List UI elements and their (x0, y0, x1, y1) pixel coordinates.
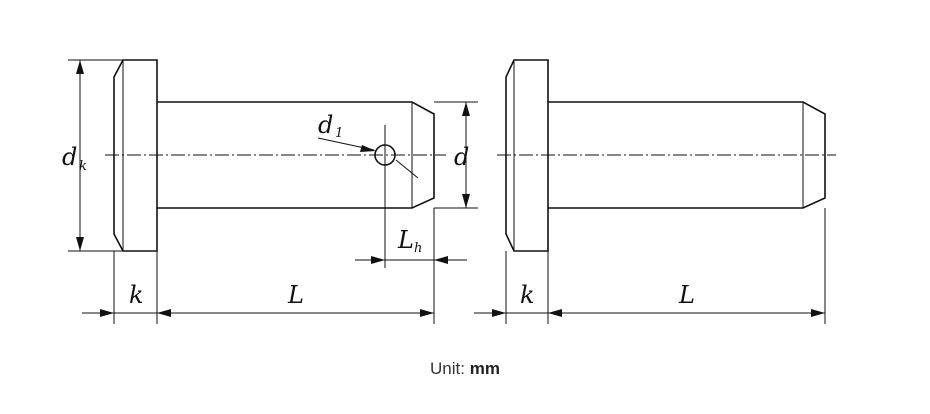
unit-caption: Unit: mm (0, 359, 930, 379)
lh-dimension: L h (355, 208, 467, 268)
lh-subscript: h (414, 241, 422, 256)
lh-label: L (397, 226, 414, 254)
d1-label: d (318, 111, 333, 139)
left-pin-shank (157, 101, 435, 209)
d-dimension: d (434, 101, 478, 209)
pin-with-hole (105, 59, 446, 268)
dk-dimension: d k (62, 59, 157, 252)
dk-label: d (62, 143, 77, 171)
left-l-label: L (287, 281, 304, 309)
left-k-label: k (129, 281, 144, 309)
d1-subscript: 1 (335, 126, 343, 141)
pin-plain (497, 59, 836, 252)
left-kl-dimensions: k L (82, 251, 435, 324)
right-k-label: k (520, 281, 535, 309)
unit-caption-prefix: Unit: (430, 359, 470, 378)
d-label: d (454, 143, 469, 171)
right-l-label: L (678, 281, 695, 309)
dk-subscript: k (79, 159, 87, 174)
d1-annotation: d 1 (317, 111, 419, 179)
unit-caption-value: mm (469, 359, 500, 378)
right-kl-dimensions: k L (474, 208, 826, 324)
right-pin-shank (548, 101, 826, 209)
